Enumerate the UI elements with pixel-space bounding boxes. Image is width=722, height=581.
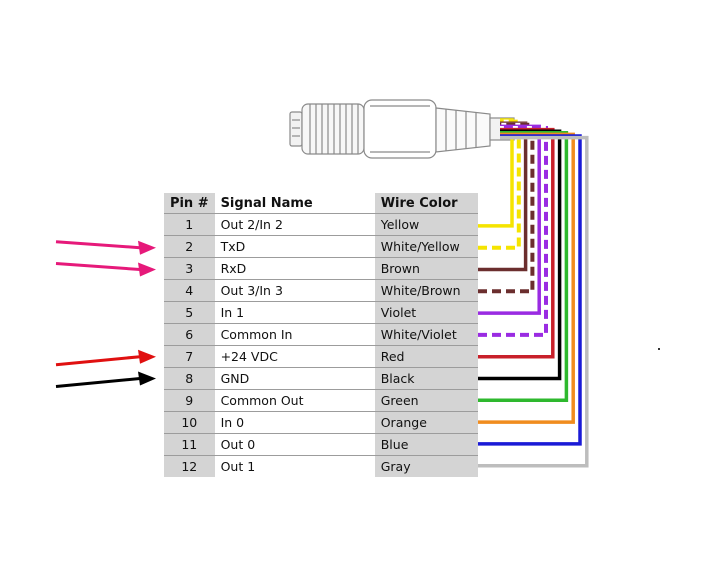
pin-number: 1 bbox=[164, 213, 215, 236]
wire-color: Violet bbox=[374, 301, 478, 324]
pin-number: 12 bbox=[164, 455, 215, 477]
signal-name: RxD bbox=[214, 257, 375, 280]
arrow-icon-pin-8 bbox=[55, 371, 156, 388]
indicator-arrows bbox=[55, 240, 156, 388]
wire-color: White/Brown bbox=[374, 279, 478, 302]
wire-color: Blue bbox=[374, 433, 478, 456]
pin-number: 2 bbox=[164, 235, 215, 258]
wire-pin-7 bbox=[478, 127, 555, 359]
connector-icon bbox=[289, 99, 515, 159]
arrow-icon-pin-2 bbox=[55, 240, 156, 255]
pin-number: 11 bbox=[164, 433, 215, 456]
header-wire-color: Wire Color bbox=[374, 193, 478, 214]
signal-name: GND bbox=[214, 367, 375, 390]
arrow-icon-pin-3 bbox=[55, 262, 156, 277]
pin-number: 10 bbox=[164, 411, 215, 434]
table-header-row: Pin # Signal Name Wire Color bbox=[164, 193, 478, 214]
stray-dot bbox=[658, 348, 660, 350]
signal-name: Out 2/In 2 bbox=[214, 213, 375, 236]
wire-color: Red bbox=[374, 345, 478, 368]
pin-number: 4 bbox=[164, 279, 215, 302]
pin-number: 9 bbox=[164, 389, 215, 412]
pin-number: 3 bbox=[164, 257, 215, 280]
signal-name: In 1 bbox=[214, 301, 375, 324]
wire-color: Black bbox=[374, 367, 478, 390]
signal-name: +24 VDC bbox=[214, 345, 375, 368]
signal-name: Out 0 bbox=[214, 433, 375, 456]
signal-name: In 0 bbox=[214, 411, 375, 434]
signal-name: Out 3/In 3 bbox=[214, 279, 375, 302]
wire-color: White/Violet bbox=[374, 323, 478, 346]
header-pin: Pin # bbox=[164, 193, 215, 214]
wire-color: Gray bbox=[374, 455, 478, 477]
wire-color: Yellow bbox=[374, 213, 478, 236]
wire-color: Green bbox=[374, 389, 478, 412]
wire-bundle bbox=[478, 118, 589, 468]
wire-pin-12 bbox=[478, 135, 589, 468]
pin-number: 8 bbox=[164, 367, 215, 390]
signal-name: Out 1 bbox=[214, 455, 375, 477]
wire-pin-5 bbox=[478, 124, 541, 315]
wire-color: Brown bbox=[374, 257, 478, 280]
wire-color: White/Yellow bbox=[374, 235, 478, 258]
signal-name: Common In bbox=[214, 323, 375, 346]
signal-name: Common Out bbox=[214, 389, 375, 412]
arrow-icon-pin-7 bbox=[55, 349, 156, 367]
signal-name: TxD bbox=[214, 235, 375, 258]
pin-number: 7 bbox=[164, 345, 215, 368]
header-signal-name: Signal Name bbox=[214, 193, 375, 214]
wire-color: Orange bbox=[374, 411, 478, 434]
pin-number: 5 bbox=[164, 301, 215, 324]
pin-number: 6 bbox=[164, 323, 215, 346]
